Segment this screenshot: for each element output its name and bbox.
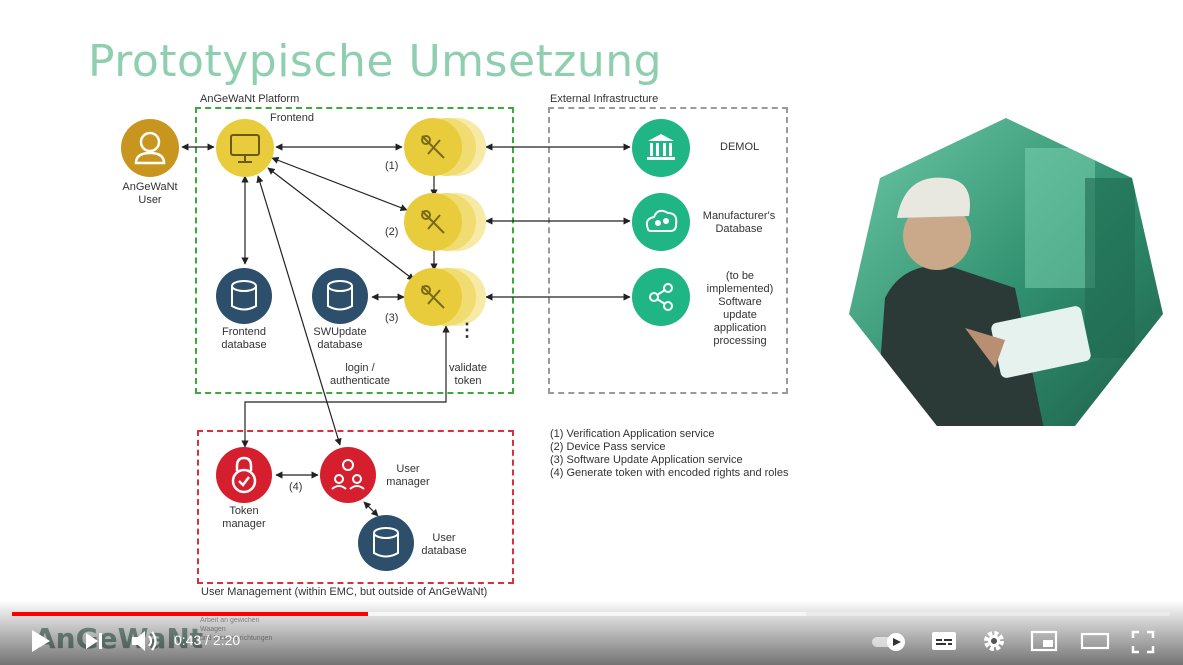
- user-management-label: User Management (within EMC, but outside…: [201, 586, 488, 598]
- login-label: login /authenticate: [330, 362, 390, 387]
- bank-building-icon: [647, 134, 675, 160]
- user-manager-node: [320, 447, 376, 503]
- more-services-dots: ⋮: [458, 320, 476, 340]
- service-2-number: (2): [385, 226, 399, 238]
- total-time: 2:20: [212, 632, 241, 648]
- video-controls-bar: [0, 600, 1183, 665]
- service-tool-icon: [421, 135, 445, 159]
- slide-title: Prototypische Umsetzung: [88, 36, 663, 87]
- worker-with-tablet-photo: [849, 118, 1163, 426]
- token-manager-node: [216, 447, 272, 503]
- service-tool-icon: [421, 210, 445, 234]
- next-icon: [86, 633, 102, 649]
- padlock-check-icon: [231, 456, 257, 494]
- fullscreen-icon: [1131, 630, 1155, 654]
- progress-bar[interactable]: [12, 612, 1170, 616]
- legend: (1) Verification Application service(2) …: [550, 428, 789, 479]
- settings-gear-icon: [984, 631, 1004, 651]
- user-icon: [134, 131, 166, 165]
- database-icon: [231, 280, 257, 311]
- settings-button[interactable]: [982, 629, 1006, 653]
- swupdate-database-node: [312, 268, 368, 324]
- miniplayer-icon: [1030, 630, 1058, 652]
- theater-mode-button[interactable]: [1080, 631, 1110, 651]
- demol-node: [632, 119, 690, 177]
- database-icon: [327, 280, 353, 311]
- frontend-database-node: [216, 268, 272, 324]
- share-network-icon: [649, 283, 673, 311]
- monitor-icon: [230, 134, 260, 163]
- miniplayer-button[interactable]: [1030, 630, 1058, 652]
- user-database-node: [358, 515, 414, 571]
- external-label: External Infrastructure: [550, 93, 659, 105]
- volume-icon: [132, 631, 157, 651]
- volume-button[interactable]: [130, 628, 160, 654]
- play-icon: [32, 630, 50, 652]
- play-button[interactable]: [28, 628, 52, 654]
- frontend-node: [216, 119, 274, 177]
- autoplay-toggle-icon: [872, 633, 905, 651]
- cloud-database-icon: [645, 209, 678, 232]
- database-icon: [373, 527, 399, 558]
- platform-label: AnGeWaNt Platform: [200, 93, 300, 105]
- software-update-node: [632, 268, 690, 326]
- service-tool-icon: [421, 285, 445, 309]
- subtitles-button[interactable]: [930, 630, 958, 652]
- time-display: 0:43 / 2:20: [174, 632, 240, 648]
- autoplay-toggle[interactable]: [870, 632, 908, 652]
- service-3-number: (3): [385, 312, 399, 324]
- next-button[interactable]: [84, 630, 106, 652]
- step-4-label: (4): [289, 481, 303, 493]
- frontend-label: Frontend: [270, 112, 315, 124]
- theater-mode-icon: [1080, 632, 1110, 650]
- manufacturer-db-node: [632, 193, 690, 251]
- demol-label: DEMOL: [720, 141, 760, 153]
- time-separator: /: [205, 632, 210, 648]
- users-fingerprint-icon: [331, 459, 365, 490]
- external-box: [548, 107, 788, 394]
- angewant-user-node: [121, 119, 179, 177]
- service-1-number: (1): [385, 160, 399, 172]
- fullscreen-button[interactable]: [1131, 630, 1155, 654]
- progress-played: [12, 612, 368, 616]
- progress-buffered: [12, 612, 806, 616]
- current-time: 0:43: [174, 632, 202, 648]
- subtitles-icon: [932, 632, 956, 650]
